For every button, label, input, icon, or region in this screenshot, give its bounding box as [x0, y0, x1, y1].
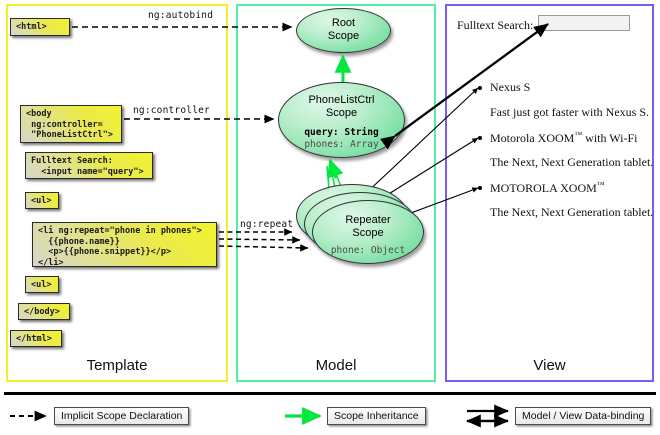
fulltext-search-box: Fulltext Search: <input name="query">: [25, 152, 153, 179]
ul-open-box: <ul>: [25, 192, 59, 209]
legend-scope-inheritance: Scope Inheritance: [327, 407, 426, 425]
list-bullet: [478, 186, 482, 190]
ng-autobind-label: ng:autobind: [148, 10, 214, 21]
ng-repeat-label: ng:repeat: [240, 219, 294, 230]
phonelistctrl-scope-member-query: query: String: [304, 127, 379, 138]
repeater-scope-title-line2: Scope: [352, 227, 384, 239]
panel-label-template: Template: [86, 357, 148, 374]
view-item-title-text-0: Nexus S: [490, 80, 531, 94]
view-item-snippet-1: The Next, Next Generation tablet.: [490, 155, 654, 169]
repeater-scope-title-line1: Repeater: [345, 214, 391, 226]
trademark-icon: ™: [596, 180, 605, 189]
ng-controller-label: ng:controller: [133, 105, 210, 116]
panel-label-model: Model: [315, 357, 357, 374]
trademark-icon: ™: [574, 130, 583, 139]
phonelistctrl-scope-title-line1: PhoneListCtrl: [308, 94, 375, 106]
view-search-label: Fulltext Search:: [457, 18, 534, 32]
list-bullet: [478, 86, 482, 90]
legend-divider: [4, 392, 656, 395]
root-scope-title-line1: Root: [331, 17, 356, 29]
li-repeat-box: <li ng:repeat="phone in phones"> {{phone…: [32, 222, 217, 268]
root-scope: Root Scope: [296, 8, 391, 53]
view-item-snippet-2: The Next, Next Generation tablet.: [490, 205, 654, 219]
legend-implicit-scope: Implicit Scope Declaration: [54, 407, 190, 425]
view-item-title-0: Nexus S: [490, 80, 530, 95]
phonelistctrl-scope-title-line2: Scope: [325, 107, 358, 119]
view-item-title-1: Motorola XOOM™ with Wi-Fi: [490, 130, 637, 146]
repeater-scope: Repeater Scope phone: Object: [312, 200, 424, 264]
view-item-title-suffix-1: with Wi-Fi: [582, 131, 638, 145]
html-open-box: <html>: [10, 18, 70, 36]
panel-label-view: View: [533, 357, 566, 374]
repeater-scope-member-phone: phone: Object: [330, 245, 406, 256]
view-item-snippet-0: Fast just got faster with Nexus S.: [490, 105, 649, 119]
html-close-box: </html>: [10, 330, 62, 347]
body-controller-box: <body ng:controller= "PhoneListCtrl">: [20, 105, 122, 143]
view-item-title-2: MOTOROLA XOOM™: [490, 180, 605, 196]
body-close-box: </body>: [18, 303, 70, 320]
view-item-title-text-1: Motorola XOOM: [490, 131, 575, 145]
view-item-title-text-2: MOTOROLA XOOM: [490, 181, 597, 195]
phonelistctrl-scope-member-phones: phones: Array: [304, 139, 379, 150]
legend-data-binding: Model / View Data-binding: [515, 407, 652, 425]
root-scope-title-line2: Scope: [327, 30, 360, 42]
list-bullet: [478, 136, 482, 140]
ul-close-box: <ul>: [25, 276, 59, 293]
search-input[interactable]: [538, 15, 630, 31]
phonelistctrl-scope: PhoneListCtrl Scope query: String phones…: [278, 82, 405, 158]
